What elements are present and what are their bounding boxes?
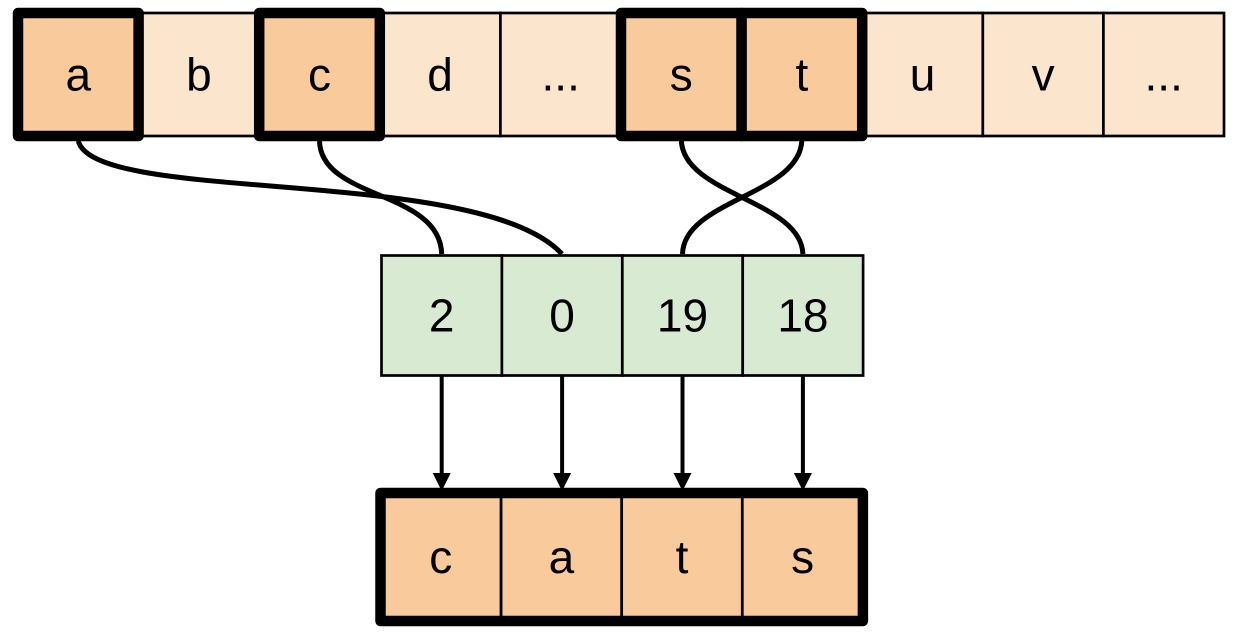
index-cell-0: 0	[500, 254, 624, 377]
cell-label: s	[791, 531, 814, 583]
connector-a-to-0	[75, 140, 564, 256]
output-cell-c: c	[379, 491, 503, 623]
cell-label: 0	[549, 290, 575, 342]
output-cell-t: t	[620, 491, 744, 623]
cell-label: ...	[1145, 49, 1183, 101]
connector-t-to-19	[680, 139, 805, 255]
alphabet-cell-b: b	[137, 11, 261, 138]
alphabet-cell-s-highlighted: s	[615, 7, 747, 142]
cell-label: c	[308, 49, 331, 101]
output-row-frame	[375, 487, 869, 627]
cell-box-highlighted	[253, 7, 386, 142]
index-cell-18: 18	[741, 254, 865, 377]
cell-box	[378, 11, 502, 138]
down-arrow-4	[793, 376, 812, 491]
cell-label: 19	[657, 290, 708, 342]
cell-label: b	[186, 49, 212, 101]
cell-label: 18	[777, 290, 828, 342]
index-cell-19: 19	[620, 254, 745, 377]
cell-box	[620, 491, 744, 623]
index-cell-2: 2	[380, 254, 504, 377]
arrow-group	[432, 376, 812, 491]
cell-label: s	[670, 49, 693, 101]
cell-label: a	[549, 531, 575, 583]
cell-box	[499, 491, 624, 623]
cell-label: v	[1032, 49, 1055, 101]
index-row: 2 0 19 18	[380, 254, 865, 377]
down-arrow-2	[553, 376, 572, 491]
cell-label: 2	[429, 290, 455, 342]
arrow-head-icon	[432, 473, 451, 491]
cell-label: t	[796, 49, 809, 101]
arrow-head-icon	[673, 473, 692, 491]
cell-box	[620, 254, 745, 377]
cell-box	[380, 254, 504, 377]
alphabet-cell-t-highlighted: t	[736, 7, 868, 142]
connector-c-to-2	[317, 140, 445, 255]
cell-box	[740, 491, 865, 623]
arrow-head-icon	[553, 473, 572, 491]
alphabet-row: b d ... u v ... a c	[12, 7, 1226, 142]
cell-box	[1102, 11, 1226, 138]
cell-label: u	[910, 49, 936, 101]
cell-label: d	[427, 49, 453, 101]
cell-label: a	[66, 49, 92, 101]
cell-box	[379, 491, 503, 623]
output-cell-s: s	[740, 491, 865, 623]
down-arrow-3	[673, 376, 692, 491]
cell-label: c	[429, 531, 452, 583]
alphabet-cell-v: v	[981, 11, 1105, 138]
alphabet-cell-d: d	[378, 11, 502, 138]
cell-box	[499, 11, 623, 138]
alphabet-cell-ellipsis-2: ...	[1102, 11, 1226, 138]
cell-box	[741, 254, 865, 377]
output-cell-a: a	[499, 491, 624, 623]
connector-group	[75, 139, 806, 256]
output-row: c a t s	[375, 487, 869, 627]
cell-label: ...	[542, 49, 580, 101]
alphabet-cell-c-highlighted: c	[253, 7, 386, 142]
cell-box-highlighted	[12, 7, 144, 142]
down-arrow-1	[432, 376, 451, 491]
arrow-head-icon	[793, 473, 812, 491]
cell-box-highlighted	[736, 7, 868, 142]
alphabet-cell-u: u	[860, 11, 985, 138]
cell-label: t	[676, 531, 689, 583]
alphabet-cell-ellipsis-1: ...	[499, 11, 623, 138]
alphabet-cell-a-highlighted: a	[12, 7, 144, 142]
